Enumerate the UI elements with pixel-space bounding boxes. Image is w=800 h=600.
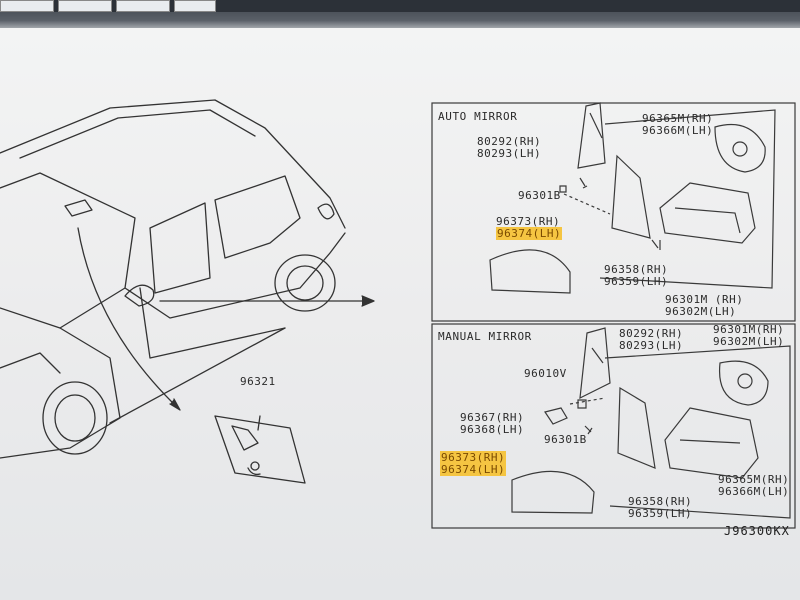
part-label: 96358(RH): [604, 263, 669, 276]
auto-mirror-plate: [611, 154, 651, 239]
manual-mirror-knob: [544, 407, 568, 425]
car-fuel-cap: [317, 203, 335, 220]
part-label: 96367(RH): [460, 411, 525, 424]
part-label: 80293(LH): [619, 339, 684, 352]
part-label: 96368(LH): [460, 423, 525, 436]
manual-mirror-back: [664, 407, 759, 479]
manual-mirror-plate: [617, 386, 656, 469]
part-label: 80292(RH): [619, 327, 684, 340]
part-label: 96373(RH): [496, 215, 561, 228]
inner-mirror-mount: [64, 199, 93, 217]
toolbar-button[interactable]: [0, 0, 54, 12]
arrow-to-rear-mirror: [77, 227, 179, 409]
part-label: 96301M (RH): [665, 293, 744, 306]
auto-mirror-housing: [599, 109, 776, 289]
part-label: 80293(LH): [477, 147, 542, 160]
app-toolbar: [0, 0, 800, 12]
car-roof-outline: [0, 99, 346, 229]
part-label: 96301B: [544, 433, 587, 446]
part-label: 96365M(RH): [718, 473, 790, 486]
auto-mirror-title: AUTO MIRROR: [438, 110, 518, 123]
part-label: 96302M(LH): [713, 335, 785, 348]
part-label: 96365M(RH): [642, 112, 714, 125]
diagram-drawing: [0, 99, 796, 529]
manual-mirror-cover: [511, 470, 595, 514]
manual-mirror-title: MANUAL MIRROR: [438, 330, 532, 343]
rear-mirror-body: [214, 415, 306, 484]
part-label: 96302M(LH): [665, 305, 737, 318]
part-label-highlighted: 96374(LH): [440, 463, 507, 476]
manual-mirror-frame: [431, 323, 796, 529]
part-label-rear-mirror: 96321: [240, 375, 276, 388]
front-wheel-inner: [54, 394, 96, 442]
rear-wheel-inner: [286, 265, 324, 301]
part-label: 96359(LH): [604, 275, 669, 288]
car-door-line: [139, 287, 286, 359]
toolbar-button[interactable]: [116, 0, 170, 12]
part-label: 96358(RH): [628, 495, 693, 508]
car-body-side: [124, 232, 346, 319]
manual-mirror-glass-base: [579, 327, 611, 400]
part-label: 96010V: [524, 367, 567, 380]
car-windshield: [0, 172, 136, 329]
part-label-highlighted: 96374(LH): [496, 227, 563, 240]
diagram-code: J96300KX: [724, 524, 790, 538]
car-sill: [109, 327, 286, 424]
car-side-window-rear: [214, 175, 301, 259]
part-label: 96301M(RH): [713, 323, 785, 336]
auto-mirror-glass-base: [577, 102, 606, 169]
part-label: 96366M(LH): [642, 124, 714, 137]
part-label-highlighted: 96373(RH): [440, 451, 507, 464]
part-label: 96359(LH): [628, 507, 693, 520]
auto-mirror-glass: [714, 123, 766, 173]
car-roof-inner: [19, 109, 256, 159]
auto-mirror-cover: [489, 249, 571, 294]
part-label: 80292(RH): [477, 135, 542, 148]
part-label: 96366M(LH): [718, 485, 790, 498]
toolbar-button[interactable]: [58, 0, 112, 12]
part-label: 96301B: [518, 189, 561, 202]
parts-diagram-sheet: 96321 AUTO MIRROR 80292(RH) 80293(LH) 96…: [0, 28, 800, 600]
toolbar-button[interactable]: [174, 0, 216, 12]
auto-mirror-frame: [431, 102, 796, 322]
side-mirror-shape: [124, 284, 155, 307]
rear-wheel-outer: [274, 254, 336, 312]
car-front-bumper: [0, 352, 61, 374]
auto-mirror-back: [659, 182, 756, 244]
front-wheel-outer: [42, 381, 108, 455]
car-side-window-front: [149, 202, 211, 294]
manual-mirror-housing: [604, 345, 791, 519]
manual-mirror-glass: [718, 360, 769, 406]
